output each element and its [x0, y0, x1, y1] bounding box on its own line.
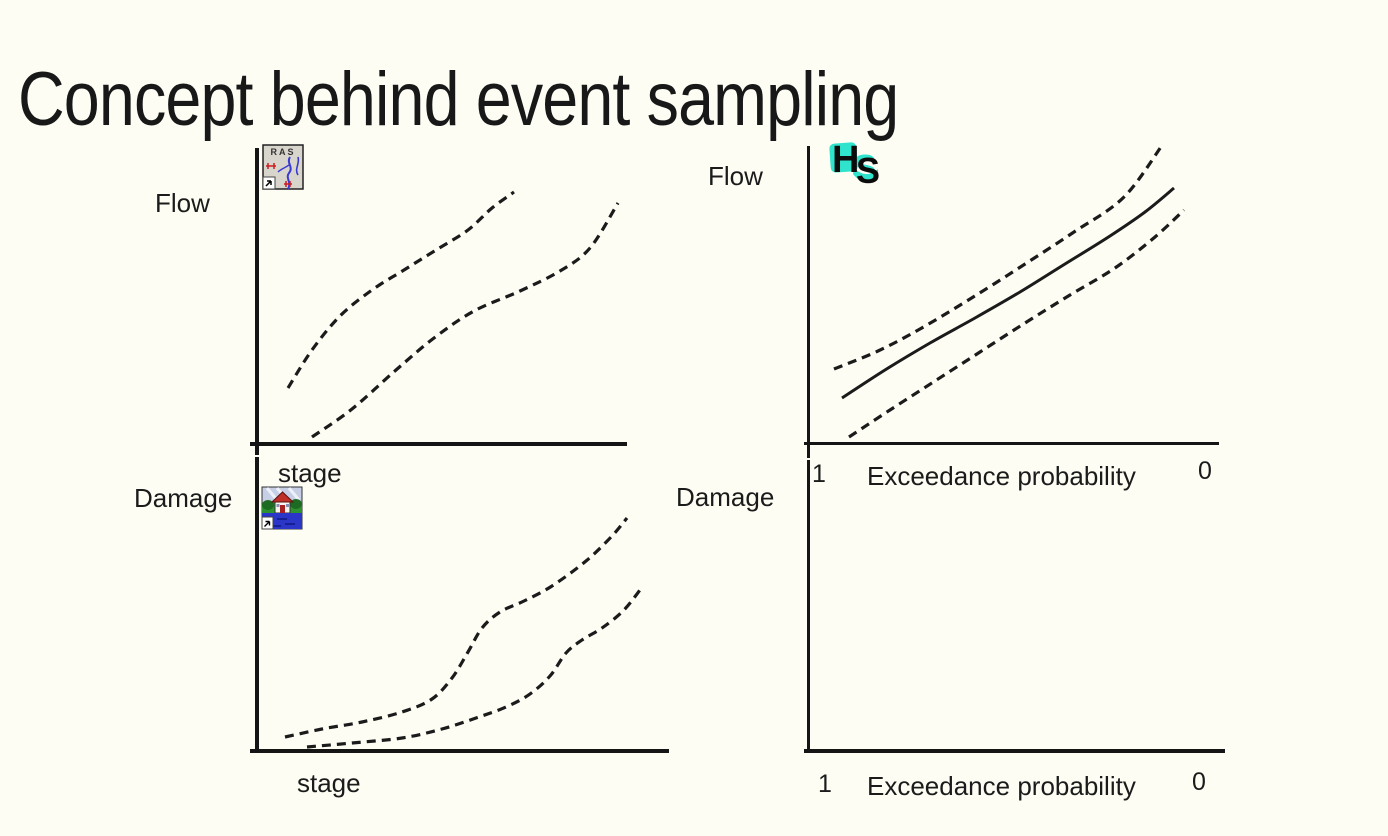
- flow-probability-x-axis: [804, 442, 1219, 445]
- damage-probability-tick-0: 0: [1192, 768, 1206, 796]
- ras-river-branch2-icon: [277, 163, 291, 173]
- damage-stage-y-label: Damage: [134, 483, 233, 513]
- fia-house-window2: [286, 504, 289, 507]
- flow-stage-lower-uncertainty-curve: [311, 202, 620, 439]
- flow-probability-tick-0: 0: [1198, 457, 1212, 485]
- damage-probability-y-label: Damage: [676, 482, 775, 512]
- hec-ssp-icon: S H S: [829, 139, 880, 189]
- flow-stage-upper-uncertainty-curve: [286, 190, 515, 389]
- flow-probability-y-axis: [807, 146, 810, 458]
- hec-ras-icon: RAS: [262, 144, 304, 190]
- damage-stage-x-label: stage: [297, 768, 361, 798]
- ras-cross-section-icon: [266, 163, 276, 169]
- hec-fia-icon: [261, 486, 303, 530]
- flow-stage-x-axis: [250, 442, 627, 446]
- flow-probability-y-label: Flow: [708, 161, 763, 191]
- flow-probability-best-estimate-line: [841, 186, 1175, 400]
- damage-stage-y-axis: [255, 457, 259, 753]
- flow-probability-lower-uncertainty-line: [848, 208, 1186, 439]
- damage-probability-x-label: Exceedance probability: [867, 771, 1136, 801]
- flow-stage-y-label: Flow: [155, 188, 210, 218]
- shortcut-arrow-icon: [264, 520, 271, 527]
- damage-probability-tick-1: 1: [818, 770, 832, 798]
- damage-probability-y-axis: [807, 460, 810, 752]
- ras-cross-section2-icon: [284, 181, 292, 187]
- flow-probability-tick-1: 1: [812, 460, 826, 488]
- shortcut-arrow-icon: [265, 180, 272, 187]
- flow-stage-y-axis: [255, 148, 259, 455]
- flow-stage-x-label: stage: [278, 458, 342, 488]
- damage-stage-x-axis: [250, 749, 669, 753]
- ras-river-branch-icon: [295, 156, 300, 176]
- flow-probability-x-label: Exceedance probability: [867, 461, 1136, 491]
- fia-house-window: [276, 504, 280, 507]
- damage-probability-x-axis: [804, 749, 1225, 753]
- fia-house-roof: [270, 491, 295, 503]
- fia-house-door: [280, 505, 285, 513]
- slide-title: Concept behind event sampling: [18, 57, 899, 142]
- damage-stage-lower-uncertainty-curve: [306, 585, 645, 749]
- ssp-s-letter: S: [856, 150, 880, 189]
- damage-stage-upper-uncertainty-curve: [284, 516, 629, 739]
- ras-icon-label: RAS: [270, 147, 295, 157]
